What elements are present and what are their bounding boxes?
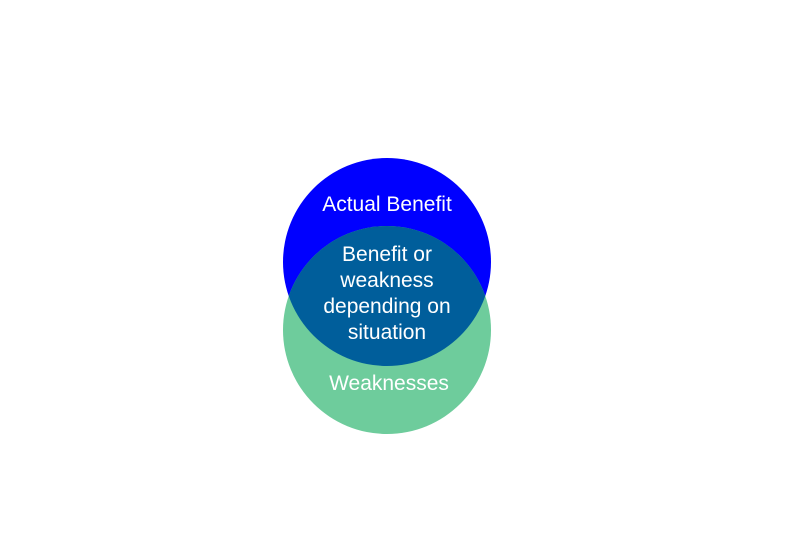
- overlap-line-3: depending on: [323, 295, 451, 318]
- overlap-line-2: weakness: [340, 269, 434, 292]
- overlap-label: Benefit or weakness depending on situati…: [290, 242, 484, 346]
- overlap-region: [283, 226, 491, 366]
- overlap-line-4: situation: [347, 321, 427, 344]
- overlap-line-1: Benefit or: [342, 243, 432, 266]
- weaknesses-label: Weaknesses: [329, 372, 449, 395]
- actual-benefit-label: Actual Benefit: [322, 193, 452, 216]
